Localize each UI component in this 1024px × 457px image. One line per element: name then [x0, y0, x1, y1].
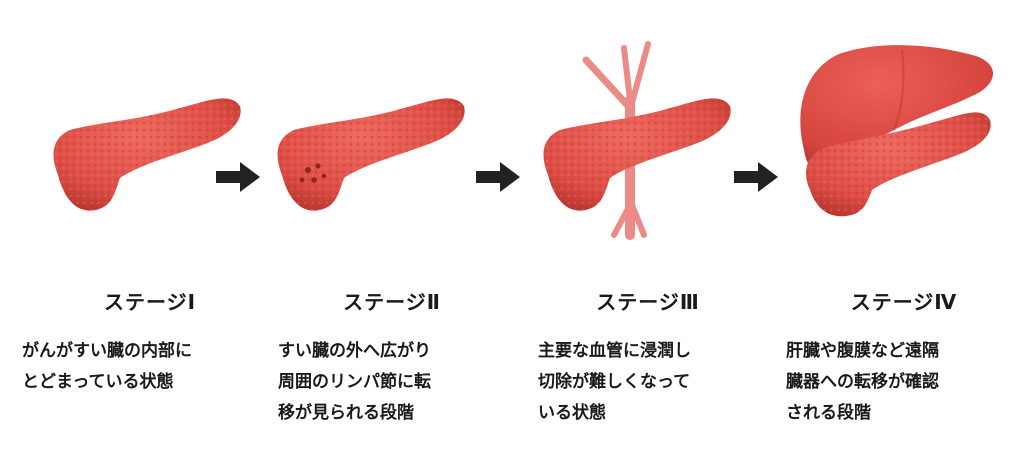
description-line: とどまっている状態	[22, 372, 174, 392]
description-line: がんがすい臓の内部に	[22, 341, 192, 361]
liver-shape	[800, 45, 994, 169]
description-line: 移が見られる段階	[278, 403, 414, 423]
pancreas-stage2-illustration	[277, 98, 465, 211]
description-line: 周囲のリンパ節に転	[278, 372, 431, 392]
stage-4: ステージⅣ 肝臓や腹膜など遠隔 臓器への転移が確認 される段階	[784, 0, 1024, 457]
stage-1: ステージⅠ がんがすい臓の内部に とどまっている状態	[22, 0, 270, 457]
description-line: 臓器への転移が確認	[786, 372, 939, 392]
stage-title: ステージⅠ	[103, 290, 197, 314]
description-line: 切除が難しくなって	[538, 372, 691, 392]
stage-3: ステージⅢ 主要な血管に浸潤し 切除が難しくなって いる状態	[528, 0, 768, 457]
description-line: 肝臓や腹膜など遠隔	[786, 341, 939, 361]
stage-description: すい臓の外へ広がり 周囲のリンパ節に転 移が見られる段階	[278, 336, 488, 429]
stage-title: ステージⅢ	[596, 290, 700, 314]
liver-pancreas-stage4-illustration	[800, 45, 994, 217]
description-line: いる状態	[538, 403, 606, 423]
tumor-spots	[299, 163, 327, 183]
stage-2: ステージⅡ すい臓の外へ広がり 周囲のリンパ節に転 移が見られる段階	[272, 0, 512, 457]
arrow-right-icon	[216, 162, 260, 192]
arrow-right-icon	[476, 162, 520, 192]
pancreas-stage1-illustration	[53, 98, 241, 211]
stage-description: がんがすい臓の内部に とどまっている状態	[22, 336, 232, 398]
description-line: される段階	[786, 403, 871, 423]
description-line: 主要な血管に浸潤し	[538, 341, 691, 361]
description-line: すい臓の外へ広がり	[278, 341, 431, 361]
arrow-right-icon	[734, 162, 778, 192]
stage-description: 主要な血管に浸潤し 切除が難しくなって いる状態	[538, 336, 748, 429]
pancreas-shape	[277, 98, 465, 211]
pancreas-shape	[543, 98, 731, 211]
pancreas-shape	[806, 112, 991, 217]
stage-title: ステージⅣ	[850, 290, 958, 314]
pancreas-stage3-illustration	[543, 41, 731, 240]
pancreas-shape	[53, 98, 241, 211]
stage-title: ステージⅡ	[343, 290, 441, 314]
stage-description: 肝臓や腹膜など遠隔 臓器への転移が確認 される段階	[786, 336, 996, 429]
